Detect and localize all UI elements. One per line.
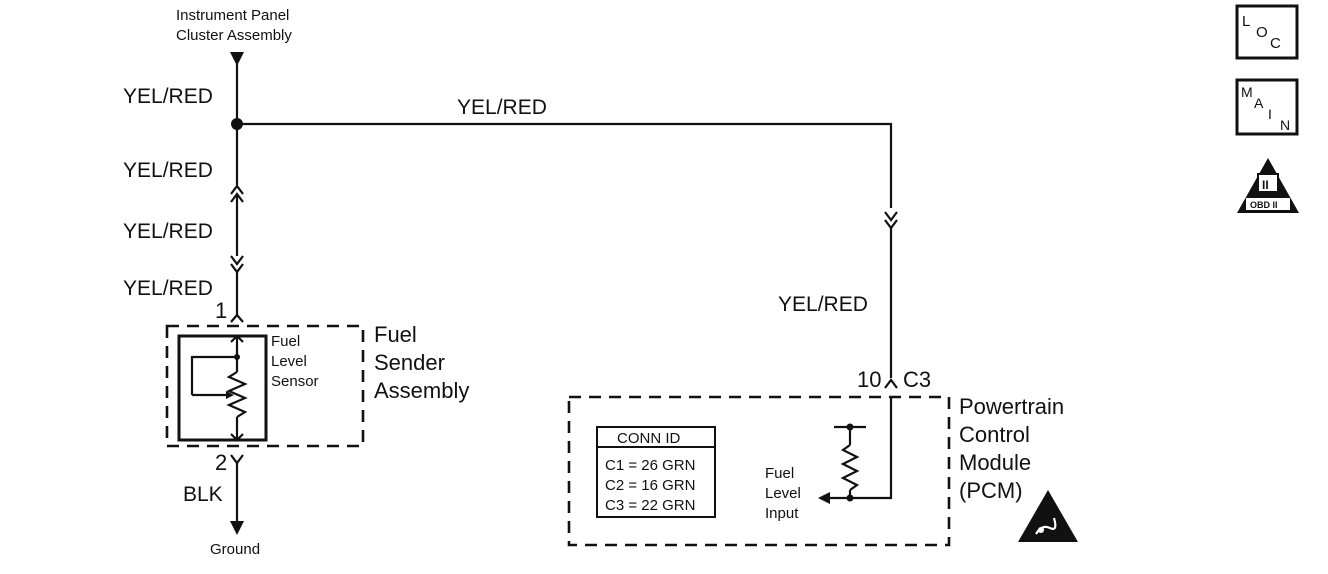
cluster-terminal-arrow (230, 52, 244, 66)
pcm-title-line2: Control (959, 422, 1030, 447)
cluster-label-line2: Cluster Assembly (176, 27, 292, 44)
conn-id-row-3: C3 = 22 GRN (605, 497, 695, 514)
conn-id-row-1: C1 = 26 GRN (605, 457, 695, 474)
wire-label-left-2: YEL/RED (123, 159, 213, 182)
sensor-wiper-path (190, 355, 237, 395)
wire-label-left-1: YEL/RED (123, 85, 213, 108)
fuel-level-sensor-box (177, 334, 268, 442)
svg-text:L: L (1242, 13, 1250, 30)
connector-chevron-left-3 (230, 255, 244, 266)
sender-pin2-terminal (230, 454, 244, 465)
ground-wire-label: BLK (183, 483, 223, 506)
obd-ii-icon[interactable]: II OBD II (1237, 158, 1299, 213)
wire-label-left-3: YEL/RED (123, 220, 213, 243)
connector-chevron-right-1 (884, 211, 898, 222)
resistor-zigzag (226, 371, 248, 418)
fuel-input-label-line1: Fuel (765, 465, 794, 482)
esd-warning-icon (1018, 490, 1078, 542)
pcm-connector-c3: C3 (903, 367, 931, 392)
pullup-resistor (840, 444, 860, 491)
pcm-input-wire (828, 396, 893, 500)
fuel-input-label-line2: Level (765, 485, 801, 502)
loc-icon[interactable]: L O C (1235, 4, 1299, 60)
svg-text:M: M (1241, 84, 1253, 100)
ground-arrow (230, 521, 244, 535)
pcm-input-arrow (818, 492, 830, 504)
ground-label: Ground (210, 541, 260, 558)
sender-pin-1: 1 (215, 298, 227, 323)
sensor-arrow-top (230, 334, 244, 343)
sender-pin-2: 2 (215, 450, 227, 475)
wiper-arrow (226, 391, 234, 399)
sender-title-line2: Sender (374, 350, 445, 375)
connector-chevron-left-2 (230, 192, 244, 203)
pcm-c3-terminal (884, 378, 898, 389)
wire-label-right: YEL/RED (778, 293, 868, 316)
sensor-label-line3: Sensor (271, 373, 319, 390)
cluster-label-line1: Instrument Panel (176, 7, 289, 24)
fuel-sender-assembly-box (165, 324, 365, 448)
main-icon[interactable]: M A I N (1235, 78, 1299, 136)
svg-text:C: C (1270, 35, 1281, 52)
wire-label-top-branch: YEL/RED (457, 96, 547, 119)
pcm-title-line3: Module (959, 450, 1031, 475)
wire-top-branch (237, 122, 893, 208)
sender-title-line3: Assembly (374, 378, 469, 403)
svg-text:I: I (1268, 106, 1272, 122)
sensor-arrow-bottom (230, 433, 244, 442)
svg-text:N: N (1280, 117, 1290, 133)
pcm-module-box (567, 395, 951, 547)
pcm-title-line1: Powertrain (959, 394, 1064, 419)
connector-chevron-left-1 (230, 184, 244, 195)
pcm-title-line4: (PCM) (959, 478, 1023, 503)
sensor-label-line1: Fuel (271, 333, 300, 350)
svg-text:O: O (1256, 24, 1268, 41)
pcm-pin-10: 10 (857, 367, 881, 392)
wire-label-left-4: YEL/RED (123, 277, 213, 300)
fuel-input-label-line3: Input (765, 505, 799, 522)
svg-text:OBD II: OBD II (1250, 200, 1278, 210)
conn-id-row-2: C2 = 16 GRN (605, 477, 695, 494)
sensor-label-line2: Level (271, 353, 307, 370)
sender-title-line1: Fuel (374, 322, 417, 347)
sender-pin1-terminal (230, 313, 244, 323)
svg-text:II: II (1262, 178, 1269, 192)
conn-id-table (596, 426, 716, 518)
svg-text:A: A (1254, 95, 1264, 111)
conn-id-header: CONN ID (617, 430, 681, 447)
